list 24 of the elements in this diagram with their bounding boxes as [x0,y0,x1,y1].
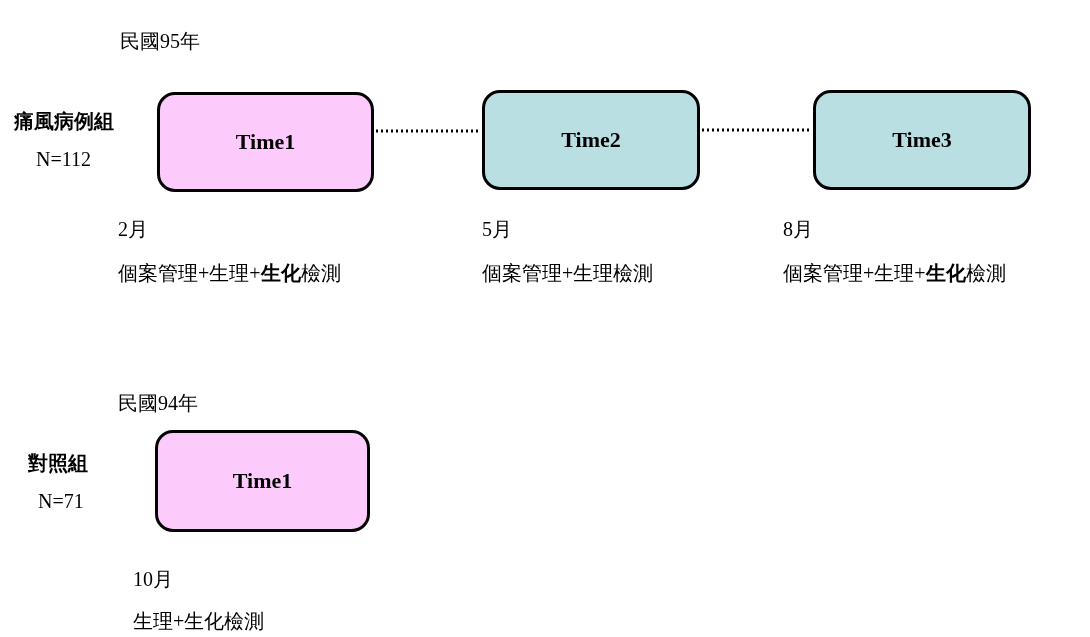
month-label: 2月 [118,217,148,242]
time-box [157,92,374,192]
dotted-connector [702,128,811,132]
time-label: Time1 [235,129,296,155]
test-description: 生理+生化檢測 [133,609,265,634]
time-box [155,430,370,532]
test-description: 個案管理+生理檢測 [482,261,654,286]
month-label: 8月 [783,217,813,242]
time-box [482,90,700,190]
year-label: 民國95年 [120,29,200,54]
sample-size: N=112 [36,147,91,172]
sample-size: N=71 [38,489,84,514]
test-description: 個案管理+生理+生化檢測 [783,261,1006,286]
group-label: 痛風病例組 [14,109,114,134]
time-label: Time3 [892,127,952,153]
test-description: 個案管理+生理+生化檢測 [118,261,341,286]
group-label: 對照組 [28,451,88,476]
time-label: Time1 [232,468,293,494]
month-label: 5月 [482,217,512,242]
month-label: 10月 [133,567,173,592]
dotted-connector [376,129,480,133]
time-label: Time2 [561,127,621,153]
time-box [813,90,1031,190]
year-label: 民國94年 [118,391,198,416]
